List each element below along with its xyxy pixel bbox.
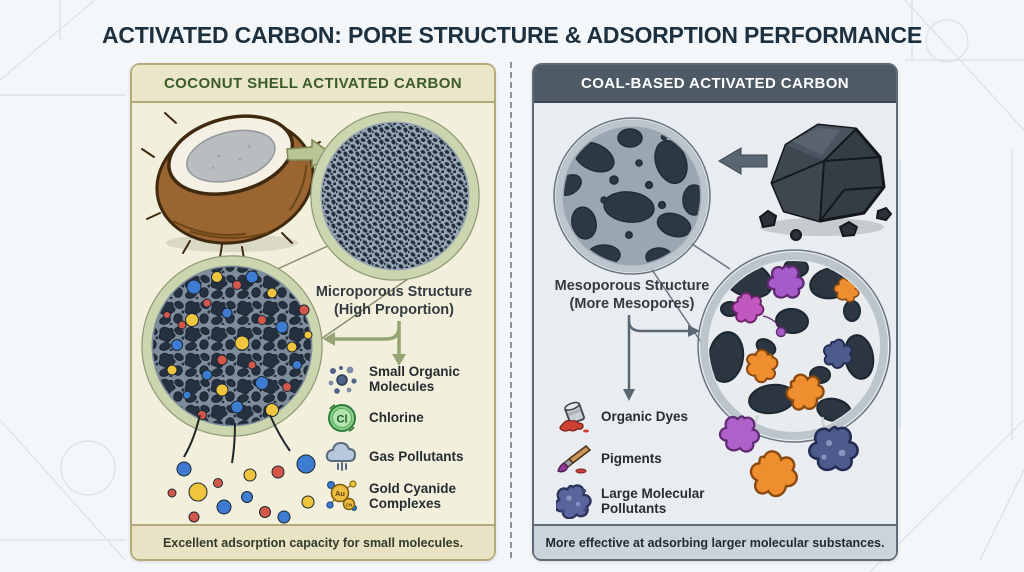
coal-adsorbates-legend: Organic Dyes Pigments Large Molecular Po…: [556, 399, 752, 519]
page-title: ACTIVATED CARBON: PORE STRUCTURE & ADSOR…: [101, 22, 922, 48]
chlorine-icon: Cl: [328, 404, 356, 432]
mesopore-structure-label: Mesoporous Structure (More Mesopores): [536, 277, 728, 313]
gas-pollutants-icon: [325, 442, 356, 471]
legend-row-organic-dyes: Organic Dyes: [556, 399, 752, 435]
coconut-panel-illustration: [141, 111, 480, 524]
coal-based-panel: COAL-BASED ACTIVATED CARBON: [532, 63, 898, 561]
structure-branch-arrow: [627, 315, 689, 390]
cyanide-symbol: CN: [346, 502, 353, 507]
coal-panel-illustration: [553, 117, 892, 506]
structure-label-line1: Microporous Structure: [315, 284, 473, 300]
legend-row-large-molecular-pollutants: Large Molecular Pollutants: [556, 483, 752, 519]
legend-label: Gold Cyanide Complexes: [369, 480, 457, 511]
coconut-illustration: [141, 112, 322, 260]
coconut-panel-footer: Excellent adsorption capacity for small …: [132, 524, 494, 559]
coconut-adsorbates-legend: Small Organic Molecules Cl Chlorine Gas …: [324, 361, 494, 514]
gold-cyanide-icon: Au CN: [326, 480, 358, 512]
panel-divider-dashed-line: [510, 62, 512, 558]
large-molecular-pollutants-icon: [556, 484, 592, 519]
mesopore-circle-illustration: [553, 117, 711, 275]
legend-row-pigments: Pigments: [556, 441, 752, 477]
legend-label: Organic Dyes: [601, 409, 689, 425]
structure-branch-arrow: [334, 321, 401, 355]
coconut-shell-panel: COCONUT SHELL ACTIVATED CARBON: [130, 63, 496, 561]
coal-illustration: [758, 123, 892, 241]
legend-row-small-organic-molecules: Small Organic Molecules: [324, 361, 494, 397]
structure-label-line2: (More Mesopores): [569, 296, 695, 313]
legend-row-chlorine: Cl Chlorine: [324, 400, 494, 436]
structure-label-line2: (High Proportion): [333, 302, 454, 319]
adsorbed-large-molecules: [725, 261, 864, 419]
adsorption-circle-illustration: [141, 255, 323, 437]
legend-row-gas-pollutants: Gas Pollutants: [324, 439, 494, 475]
pigments-icon: [557, 445, 592, 474]
legend-label: Large Molecular Pollutants: [601, 485, 705, 516]
adsorbed-small-molecules: [163, 270, 313, 420]
small-organic-molecules-icon: [328, 366, 357, 394]
chlorine-symbol: Cl: [337, 414, 348, 426]
gold-symbol: Au: [335, 489, 345, 498]
structure-label-line1: Mesoporous Structure: [554, 278, 710, 294]
micropore-structure-label: Microporous Structure (High Proportion): [294, 283, 494, 319]
coal-panel-header: COAL-BASED ACTIVATED CARBON: [534, 65, 896, 103]
legend-label: Small Organic Molecules: [369, 363, 460, 394]
falling-molecules: [167, 414, 316, 524]
mesopore-adsorption-circle-illustration: [697, 249, 891, 443]
legend-label: Gas Pollutants: [369, 449, 464, 465]
legend-label: Chlorine: [369, 410, 424, 426]
falling-large-molecules: [715, 410, 863, 506]
coconut-panel-header: COCONUT SHELL ACTIVATED CARBON: [132, 65, 494, 103]
micropore-circle-illustration: [310, 111, 480, 281]
coal-to-pores-arrow: [718, 147, 768, 175]
legend-row-gold-cyanide: Au CN Gold Cyanide Complexes: [324, 478, 494, 514]
organic-dyes-icon: [559, 401, 589, 433]
legend-label: Pigments: [601, 451, 662, 467]
coal-panel-footer: More effective at adsorbing larger molec…: [534, 524, 896, 559]
